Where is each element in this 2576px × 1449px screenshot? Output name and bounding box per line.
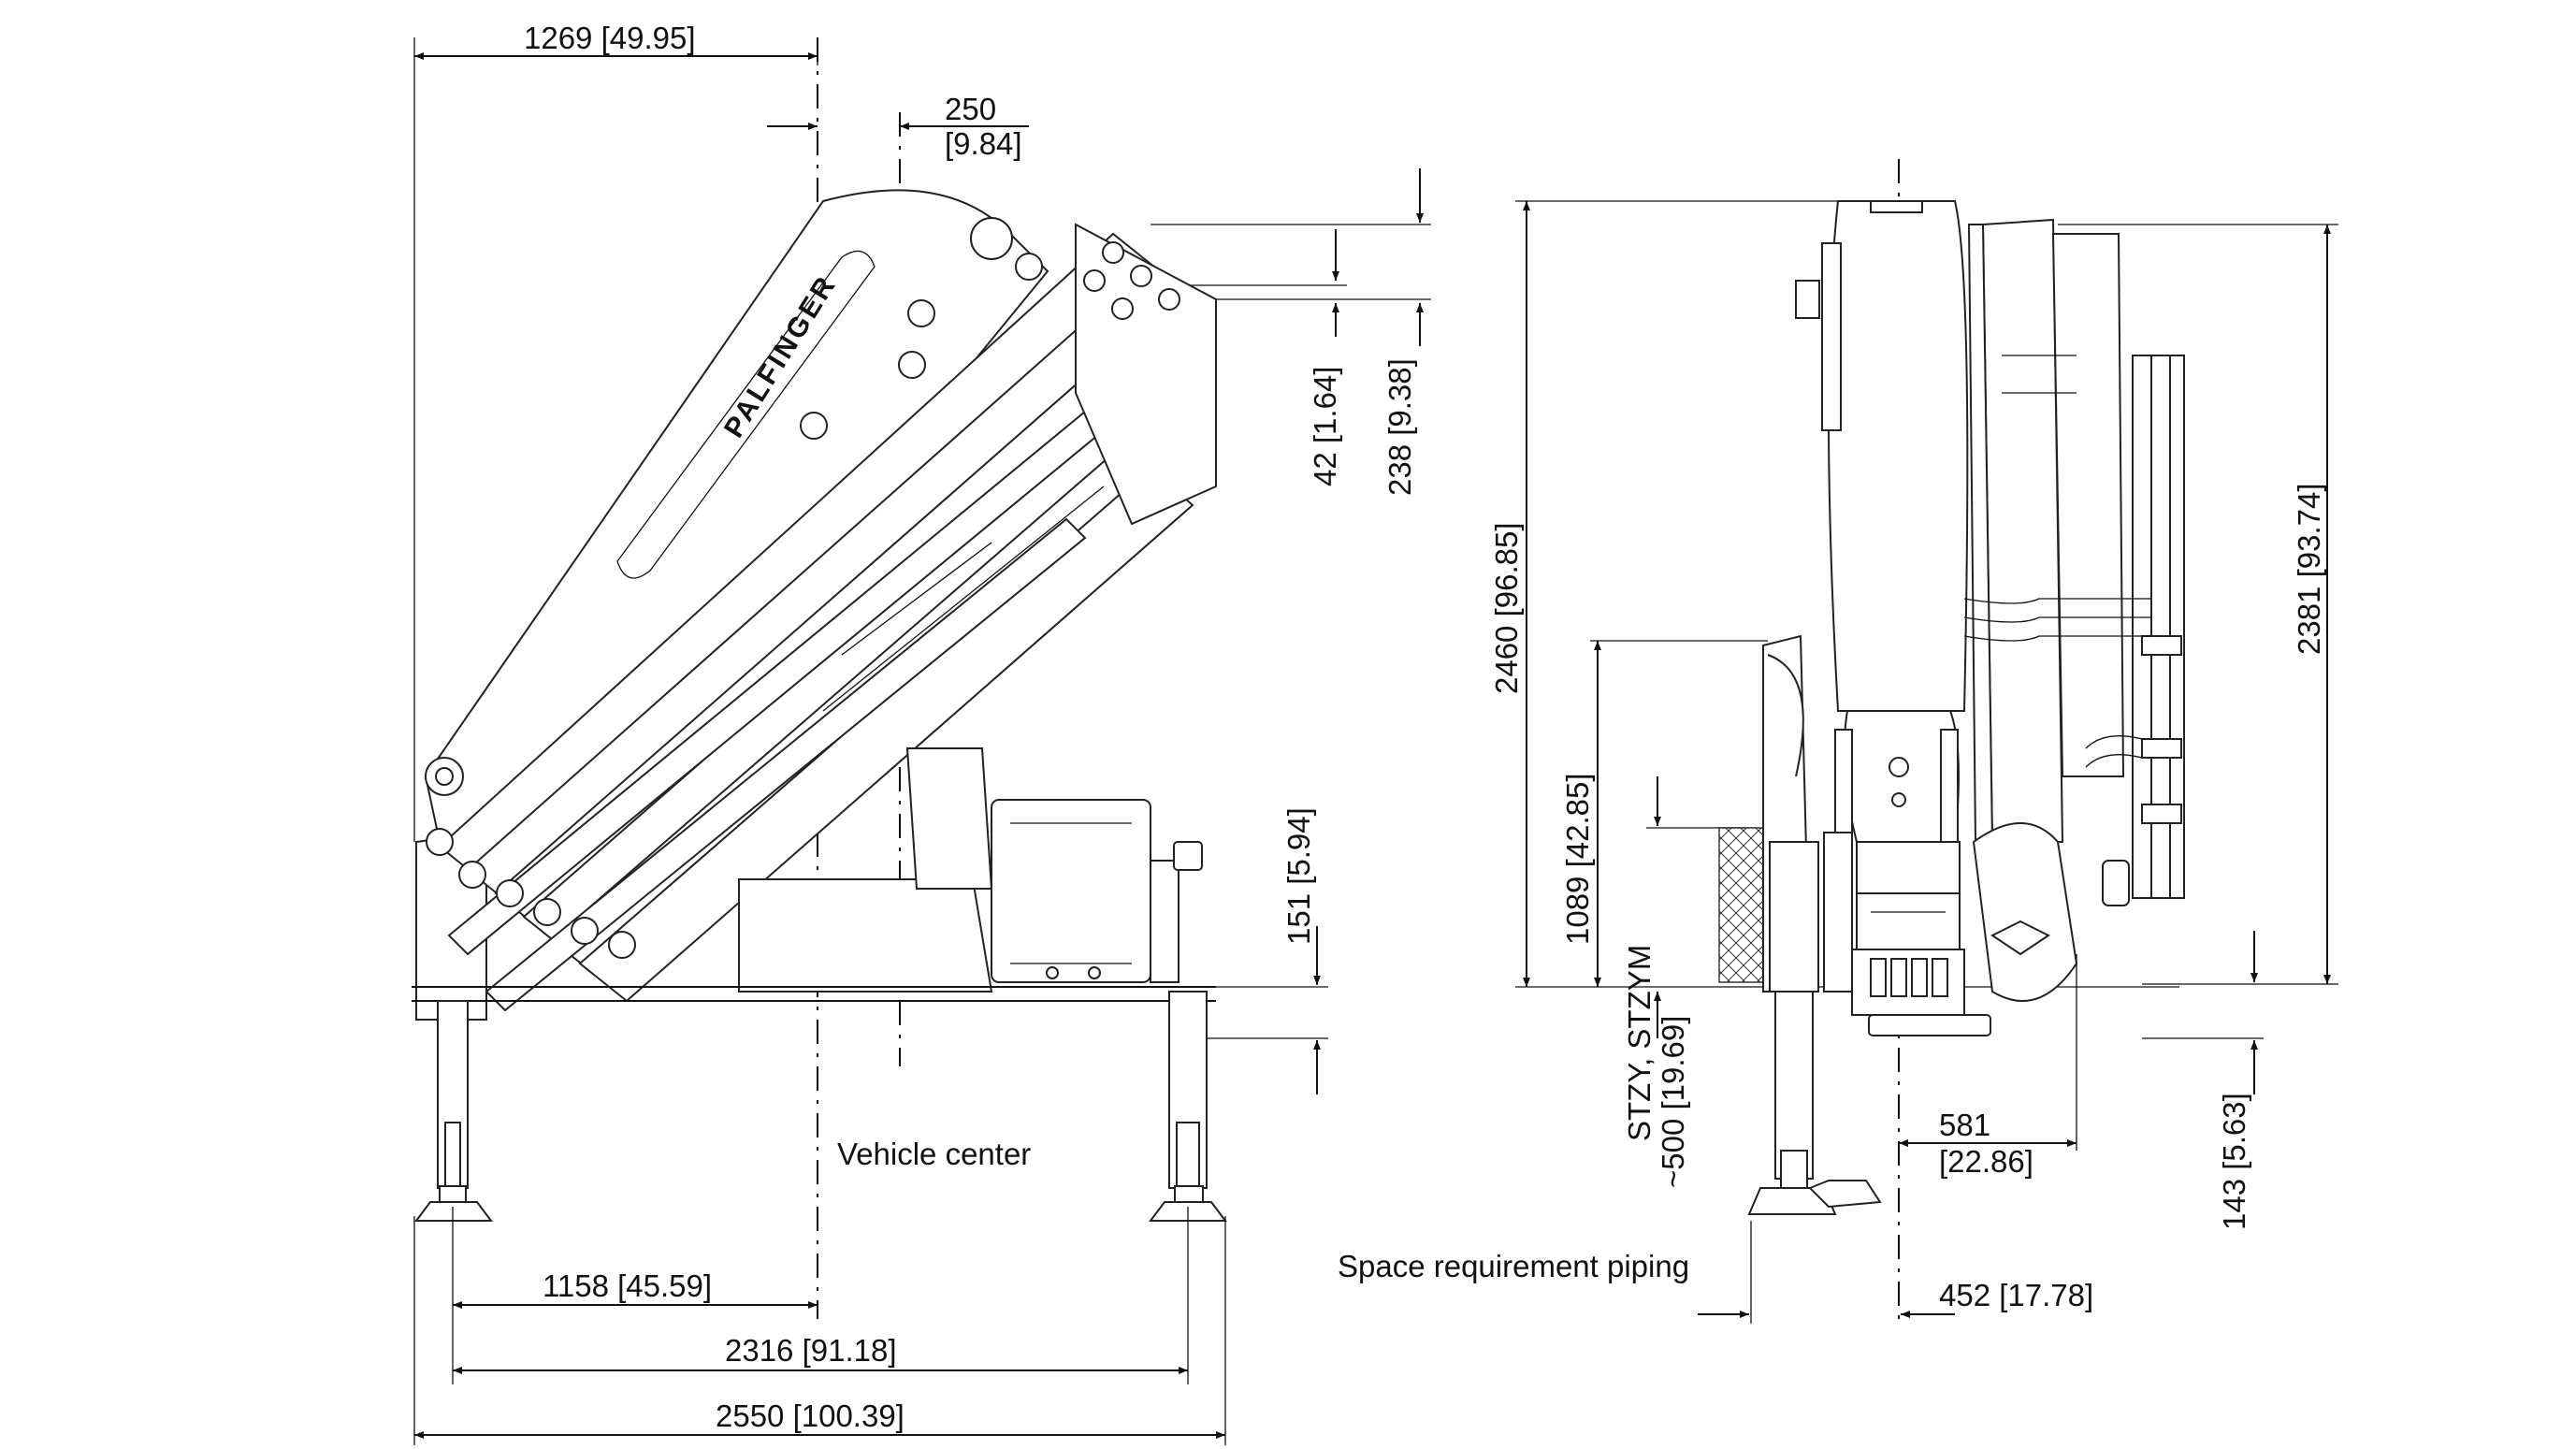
right-stabilizer-leg: [1149, 841, 1227, 1222]
dim-250-mm: 250: [945, 92, 996, 126]
vehicle-center-label: Vehicle center: [837, 1137, 1031, 1171]
front-left-stabilizer: [1747, 832, 1882, 1215]
dim-143: 143 [5.63]: [2142, 931, 2264, 1230]
dim-2381-label: 2381 [93.74]: [2292, 484, 2326, 656]
dim-581-mm: 581: [1939, 1108, 1990, 1142]
dim-42-238: 42 [1.64] 238 [9.38]: [1151, 168, 1431, 496]
dim-2460-label: 2460 [96.85]: [1489, 523, 1524, 695]
dim-452: 452 [17.78]: [1698, 1221, 2093, 1324]
dim-1089: 1089 [42.85]: [1560, 640, 1768, 987]
dim-1158-label: 1158 [45.59]: [543, 1268, 712, 1303]
dim-1158: 1158 [45.59]: [452, 1207, 818, 1384]
left-stabilizer-leg: [414, 1000, 493, 1222]
dim-1269-label: 1269 [49.95]: [524, 21, 696, 55]
dim-238-label: 238 [9.38]: [1382, 358, 1417, 496]
dim-2460: 2460 [96.85]: [1489, 200, 2179, 988]
dim-1269: 1269 [49.95]: [413, 21, 818, 842]
dim-151-label: 151 [5.94]: [1281, 807, 1316, 945]
dim-1089-label: 1089 [42.85]: [1560, 774, 1595, 946]
dim-250: 250 [9.84]: [767, 92, 1029, 161]
front-boom-column: [1795, 200, 1969, 843]
dim-151: 151 [5.94]: [1169, 807, 1328, 1094]
dim-2316-label: 2316 [91.18]: [725, 1333, 897, 1368]
dim-581: 581 [22.86]: [1899, 954, 2077, 1179]
crane-boom: PALFINGER: [415, 189, 1217, 1021]
front-base-block: [1851, 822, 2078, 1036]
dim-stzy: STZY, STZYM ~500 [19.69]: [1622, 776, 1749, 1188]
dim-2550-label: 2550 [100.39]: [716, 1398, 904, 1433]
piping-space-hatch: [1718, 827, 1767, 983]
dim-stzy-line2: ~500 [19.69]: [1656, 1016, 1690, 1188]
dim-143-label: 143 [5.63]: [2217, 1093, 2251, 1230]
dim-250-in: [9.84]: [945, 126, 1022, 161]
front-view: 2460 [96.85] 1089 [42.85] STZY, STZYM ~5…: [1338, 159, 2338, 1324]
dim-2316: 2316 [91.18]: [453, 1207, 1189, 1384]
front-extension-boom: [1963, 218, 2185, 906]
dim-2381: 2381 [93.74]: [2058, 224, 2338, 985]
space-requirement-label: Space requirement piping: [1338, 1249, 1689, 1283]
dim-452-label: 452 [17.78]: [1939, 1278, 2093, 1312]
side-view: 1269 [49.95] 250 [9.84] 42 [1.64] 238 [9…: [412, 21, 1431, 1445]
dim-stzy-line1: STZY, STZYM: [1622, 945, 1657, 1141]
dim-2550: 2550 [100.39]: [413, 1216, 1226, 1445]
dim-42-label: 42 [1.64]: [1308, 367, 1342, 486]
crane-base: [412, 747, 1216, 1002]
dim-581-in: [22.86]: [1939, 1144, 2033, 1179]
